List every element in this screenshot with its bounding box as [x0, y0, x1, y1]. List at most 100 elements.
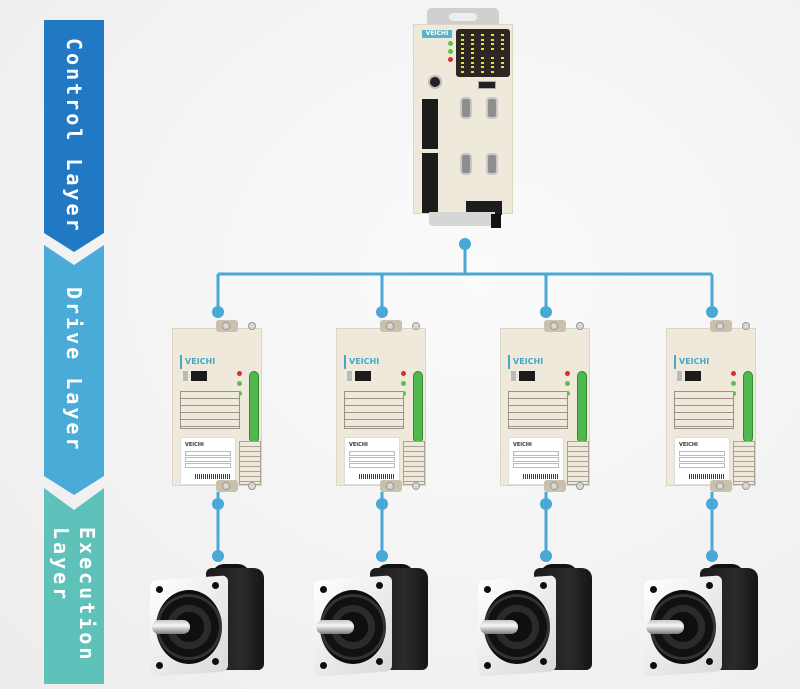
drive-status-led	[237, 381, 242, 386]
layer-label-control: Control Layer	[62, 38, 86, 234]
io-led	[491, 61, 494, 64]
drive-nameplate: VEICHI	[674, 437, 730, 485]
servo-drive: VEICHI VEICHI	[666, 320, 756, 492]
servo-drive: VEICHI VEICHI	[336, 320, 426, 492]
io-led	[461, 57, 464, 59]
layer-band-drive: Drive Layer	[44, 245, 104, 495]
controller-node	[459, 238, 471, 250]
screw-icon	[222, 322, 230, 330]
dip-switch	[347, 371, 352, 381]
plc-terminal-block	[422, 99, 438, 149]
drive-logo: VEICHI	[349, 357, 380, 366]
nameplate-row	[185, 451, 231, 456]
io-led	[471, 47, 474, 50]
nameplate-row	[185, 463, 231, 468]
servo-drive: VEICHI VEICHI	[500, 320, 590, 492]
drive-status-led	[731, 381, 736, 386]
motor-node	[540, 550, 552, 562]
barcode	[689, 474, 725, 479]
layer-label-drive: Drive Layer	[62, 287, 86, 453]
plc-logo: VEICHI	[422, 30, 452, 38]
drive-io-connector	[413, 371, 423, 443]
io-led	[461, 70, 464, 73]
drive-io-connector	[577, 371, 587, 443]
io-led	[491, 43, 494, 46]
io-led	[501, 66, 504, 69]
screw-icon	[386, 482, 394, 490]
mount-hole	[650, 586, 657, 593]
io-led	[501, 38, 504, 41]
drive-output-node	[540, 498, 552, 510]
mount-hole	[376, 658, 383, 665]
nameplate-brand: VEICHI	[349, 442, 368, 448]
drive-accent-bar	[508, 355, 510, 369]
plc-terminal-block	[422, 153, 438, 213]
plc-hanger	[427, 8, 499, 28]
mount-hole	[212, 658, 219, 665]
drive-status-led	[565, 381, 570, 386]
screw-icon	[248, 482, 256, 490]
mount-hole	[156, 586, 163, 593]
drive-status-led	[731, 371, 736, 376]
io-led	[481, 43, 484, 46]
layer-band-execution: Execution Layer	[44, 488, 104, 684]
drive-logo: VEICHI	[185, 357, 216, 366]
screw-icon	[576, 322, 584, 330]
io-led	[481, 38, 484, 41]
pin-label-table	[239, 441, 261, 485]
mount-hole	[706, 582, 713, 589]
nameplate-brand: VEICHI	[513, 442, 532, 448]
screw-icon	[576, 482, 584, 490]
layer-band-control: Control Layer	[44, 20, 104, 252]
motor-node	[706, 550, 718, 562]
mount-hole	[320, 662, 327, 669]
drive-input-node	[706, 306, 718, 318]
barcode	[359, 474, 395, 479]
io-led	[461, 34, 464, 36]
drive-input-node	[540, 306, 552, 318]
screw-icon	[222, 482, 230, 490]
screw-icon	[716, 482, 724, 490]
drive-body: VEICHI VEICHI	[500, 328, 590, 486]
motor-node	[376, 550, 388, 562]
serial-port-icon	[460, 97, 472, 119]
nameplate-brand: VEICHI	[679, 442, 698, 448]
io-led	[461, 66, 464, 69]
screw-icon	[550, 322, 558, 330]
servo-motor	[476, 564, 596, 684]
pin-label-table	[403, 441, 425, 485]
plc-body: VEICHI	[413, 24, 513, 215]
drive-status-led	[401, 381, 406, 386]
screw-icon	[412, 482, 420, 490]
mount-hole	[650, 662, 657, 669]
io-led	[461, 38, 464, 41]
drive-io-connector	[743, 371, 753, 443]
io-led	[461, 47, 464, 50]
motor-shaft	[480, 620, 518, 634]
screw-icon	[412, 322, 420, 330]
io-led	[471, 38, 474, 41]
nameplate-row	[513, 463, 559, 468]
io-led	[481, 47, 484, 50]
io-led	[461, 61, 464, 64]
drive-accent-bar	[674, 355, 676, 369]
io-led	[491, 38, 494, 41]
io-led	[481, 66, 484, 69]
io-led	[481, 57, 484, 59]
nameplate-row	[679, 463, 725, 468]
drive-accent-bar	[180, 355, 182, 369]
screw-icon	[550, 482, 558, 490]
dip-switch	[677, 371, 682, 381]
nameplate-row	[349, 451, 395, 456]
motor-shaft	[646, 620, 684, 634]
plc-run-switch	[428, 75, 442, 89]
drive-logo: VEICHI	[513, 357, 544, 366]
drive-body: VEICHI VEICHI	[172, 328, 262, 486]
usb-port-icon	[478, 81, 496, 89]
drive-display	[355, 371, 371, 381]
drive-display	[191, 371, 207, 381]
motor-shaft	[316, 620, 354, 634]
drive-input-node	[376, 306, 388, 318]
pin-label-table	[567, 441, 589, 485]
io-led	[461, 43, 464, 46]
